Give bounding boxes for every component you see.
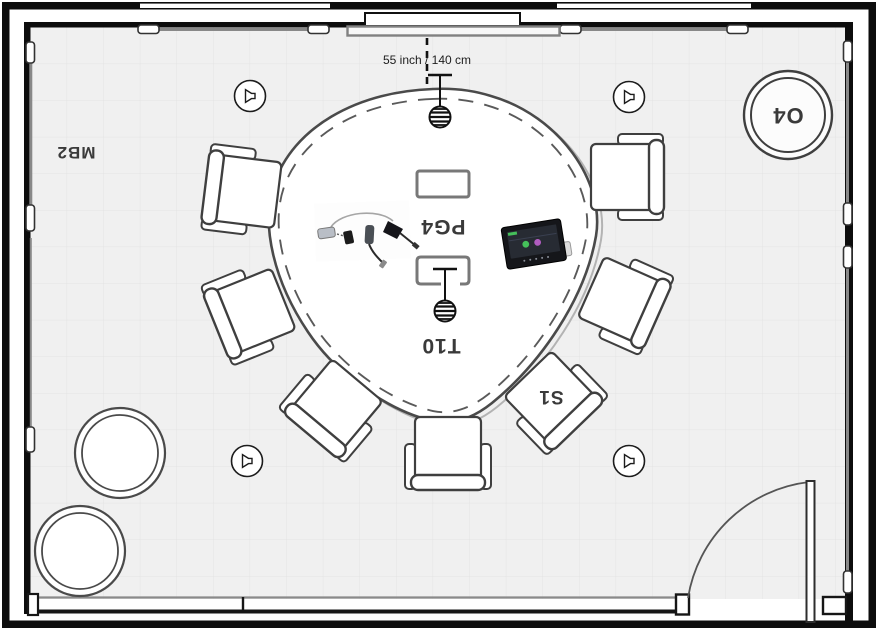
speaker-icon[interactable] [612,80,646,114]
speaker-icon[interactable] [230,444,264,478]
chair[interactable] [589,132,666,222]
room-label-o4: O4 [772,103,804,128]
table-label-t10: T10 [421,334,461,357]
door-swing-arc [687,481,810,599]
cable-hub[interactable] [314,200,420,269]
mullion-cap [674,593,691,616]
room-label-mb2: MB2 [56,143,96,162]
window-strip [557,3,751,8]
table-cable-hatch[interactable] [415,169,471,199]
door[interactable] [687,480,848,623]
window-strip [140,3,330,8]
table-inner-dashed-outline [277,97,589,414]
wall-display[interactable] [346,12,561,37]
speaker-icon[interactable] [612,444,646,478]
speaker-icon[interactable] [233,79,267,113]
door-leaf[interactable] [805,480,816,623]
display-size-label: 55 inch / 140 cm [382,53,472,67]
door-jamb-wall [821,595,848,616]
touch-panel[interactable] [500,218,573,270]
table-label-pg4: PG4 [420,215,466,238]
table-cable-hatch-open[interactable] [415,255,471,286]
round-table[interactable] [73,406,167,500]
round-unit-o4[interactable] [742,69,834,161]
chair-label-s1: S1 [538,386,564,407]
wall-rails [29,28,849,578]
mullion-cap [26,592,40,617]
wall-rail-brackets [25,24,853,594]
chair[interactable] [403,415,493,492]
round-table[interactable] [33,504,127,598]
bottom-glazed-wall [26,592,691,617]
